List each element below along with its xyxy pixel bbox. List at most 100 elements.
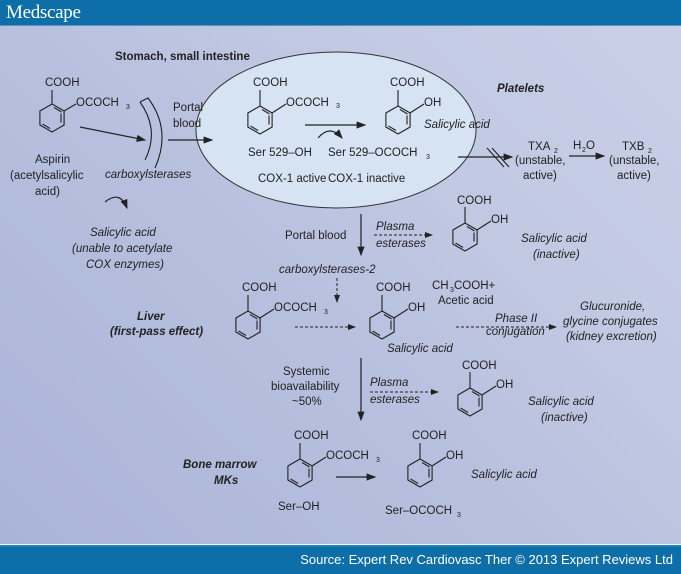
carboxylesterase-crescent — [139, 97, 163, 169]
platelets-title: Platelets — [497, 83, 544, 95]
svg-text:COOH: COOH — [412, 430, 447, 442]
cox1-active-label: COX-1 active — [258, 173, 326, 185]
aspirin-molecule-platelet: COOH OCOCH 3 — [247, 77, 340, 135]
liver-label-2: (first-pass effect) — [110, 326, 203, 338]
ser-oh-label: Ser–OH — [278, 501, 320, 513]
salicylic-gut-label-3: COX enzymes) — [86, 259, 164, 271]
svg-text:COOH: COOH — [242, 282, 277, 294]
portal-blood-down-label: Portal blood — [285, 230, 346, 242]
svg-text:COOH: COOH — [376, 282, 411, 294]
svg-text:OCOCH: OCOCH — [274, 302, 317, 314]
aspirin-label-3: acid) — [35, 186, 60, 198]
salicylic-acid-marrow: COOH OH — [407, 430, 463, 488]
footer-bar: Source: Expert Rev Cardiovasc Ther © 201… — [0, 545, 681, 574]
salicylic-acid-liver-label: Salicylic acid — [387, 343, 453, 355]
header-bar: Medscape — [0, 0, 681, 26]
bone-marrow-label: Bone marrow — [183, 459, 258, 471]
ser-ococh3-sub: 3 — [457, 512, 461, 519]
aspirin-label: Aspirin — [35, 154, 70, 166]
liver-label: Liver — [137, 311, 165, 323]
conjugates-label-2: glycine conjugates — [563, 316, 658, 328]
source-citation: Source: Expert Rev Cardiovasc Ther © 201… — [300, 552, 673, 567]
ser-ococh3-label: Ser–OCOCH — [385, 505, 452, 517]
salicylic-acid-platelet: COOH OH — [385, 77, 441, 135]
svg-text:OH: OH — [446, 450, 463, 462]
salicylic-inactive-1-label: Salicylic acid — [521, 233, 587, 245]
acetic-ch3: CH — [432, 280, 449, 292]
txb2-label: TXB — [622, 141, 645, 153]
svg-text:COOH: COOH — [457, 195, 492, 207]
phase-ii-label: Phase II — [495, 313, 538, 325]
svg-text:OH: OH — [496, 379, 513, 391]
acetic-acid-label: Acetic acid — [438, 295, 494, 307]
svg-text:OCOCH: OCOCH — [286, 97, 329, 109]
block-mark-2 — [491, 147, 510, 168]
svg-text:OH: OH — [408, 302, 425, 314]
txa2-label: TXA — [528, 141, 551, 153]
txb2-sub: 2 — [648, 148, 652, 155]
conjugates-label-3: (kidney excretion) — [566, 331, 657, 343]
salicylic-inactive-1-label-2: (inactive) — [533, 249, 580, 261]
plasma-esterases-1b: esterases — [376, 238, 426, 250]
txb2-state-2: active) — [617, 170, 651, 182]
salicylic-acid-inactive-2: COOH OH — [457, 360, 513, 417]
plasma-esterases-1: Plasma — [376, 221, 414, 233]
svg-text:OCOCH: OCOCH — [326, 450, 369, 462]
ser529-ococh3-label: Ser 529–OCOCH — [328, 147, 417, 159]
water-o: O — [586, 140, 595, 152]
aspirin-molecule-marrow: COOH OCOCH 3 — [287, 430, 380, 488]
block-mark-1 — [486, 147, 505, 168]
salicylic-gut-label: Salicylic acid — [90, 227, 156, 239]
txa2-sub: 2 — [554, 148, 558, 155]
portal-blood-label: Portal — [173, 102, 203, 114]
conjugation-label: conjugation — [486, 326, 545, 338]
svg-text:COOH: COOH — [253, 77, 288, 89]
aspirin-molecule-liver: COOH OCOCH 3 — [235, 282, 328, 340]
conjugates-label: Glucuronide, — [580, 301, 645, 313]
arrow-ser-acetyl — [317, 129, 343, 139]
txa2-state-2: active) — [523, 170, 557, 182]
ser529-sub3: 3 — [426, 154, 430, 161]
acetic-cooh: COOH+ — [454, 280, 496, 292]
salicylic-acid-liver: COOH OH — [369, 282, 425, 340]
ser529-oh-label: Ser 529–OH — [248, 147, 312, 159]
water-h: H — [573, 140, 581, 152]
arrow-aspirin-to-esterase — [79, 126, 147, 142]
salicylic-inactive-2-label: Salicylic acid — [528, 396, 594, 408]
plasma-esterases-2b: esterases — [370, 394, 420, 406]
diagram-canvas: Stomach, small intestine COOH OCOCH 3 As… — [0, 26, 681, 544]
carboxylesterases-label: carboxylsterases — [105, 169, 192, 181]
svg-text:3: 3 — [324, 309, 328, 316]
svg-text:OCOCH: OCOCH — [76, 97, 119, 109]
aspirin-metabolism-diagram: Stomach, small intestine COOH OCOCH 3 As… — [10, 51, 660, 519]
bone-marrow-label-2: MKs — [214, 475, 238, 487]
systemic-label-2: bioavailability — [271, 381, 340, 393]
arrow-to-salicylic-gut — [104, 196, 128, 210]
salicylic-acid-inactive-1: COOH OH — [452, 195, 508, 252]
svg-text:COOH: COOH — [390, 77, 425, 89]
systemic-label: Systemic — [283, 366, 330, 378]
cox1-inactive-label: COX-1 inactive — [328, 173, 405, 185]
carboxylesterases-2-label: carboxylsterases-2 — [279, 264, 376, 276]
portal-blood-label-2: blood — [173, 118, 201, 130]
svg-text:OH: OH — [424, 97, 441, 109]
salicylic-acid-platelet-label: Salicylic acid — [424, 119, 490, 131]
medscape-logo[interactable]: Medscape — [6, 2, 81, 23]
aspirin-label-2: (acetylsalicylic — [10, 170, 84, 182]
acetic-sub3: 3 — [450, 287, 454, 294]
stomach-title: Stomach, small intestine — [115, 51, 250, 63]
aspirin-molecule-gut: COOH OCOCH 3 — [39, 77, 130, 133]
salicylic-gut-label-2: (unable to acetylate — [72, 243, 172, 255]
txa2-state: (unstable, — [515, 155, 566, 167]
svg-text:COOH: COOH — [294, 430, 329, 442]
svg-text:OH: OH — [491, 214, 508, 226]
txb2-state: (unstable, — [609, 155, 660, 167]
systemic-label-3: ~50% — [292, 396, 322, 408]
svg-text:3: 3 — [336, 103, 340, 110]
svg-text:3: 3 — [126, 104, 130, 111]
svg-text:COOH: COOH — [462, 360, 497, 372]
svg-text:3: 3 — [376, 457, 380, 464]
water-sub: 2 — [582, 147, 586, 154]
salicylic-inactive-2-label-2: (inactive) — [541, 412, 588, 424]
svg-text:COOH: COOH — [45, 77, 80, 89]
